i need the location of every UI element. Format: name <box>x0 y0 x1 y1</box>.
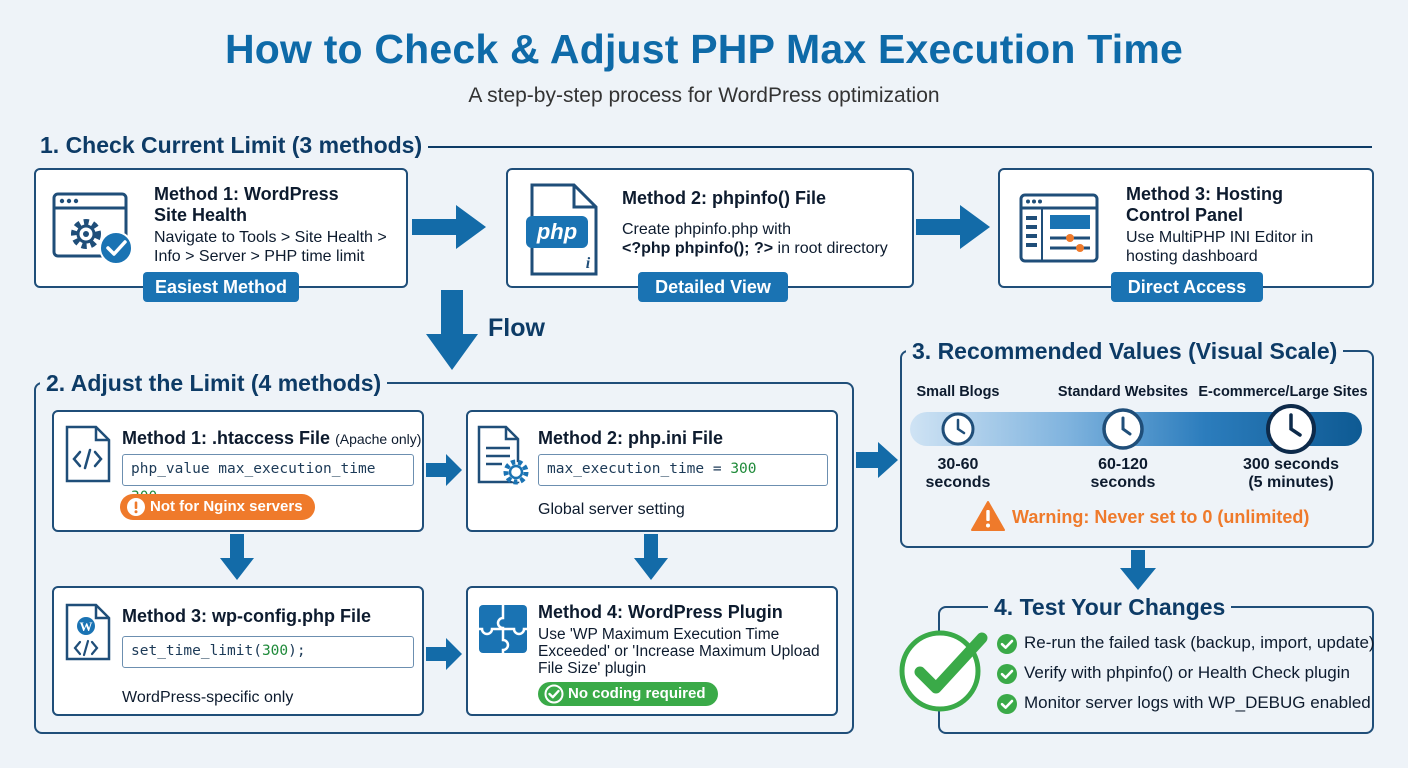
check-method-2-desc: Create phpinfo.php with <?php phpinfo();… <box>622 220 908 258</box>
check-circle-icon <box>996 693 1018 715</box>
check-method-3-card: Method 3: Hosting Control Panel Use Mult… <box>998 168 1374 288</box>
adjust-method-3-card: W Method 3: wp-config.php File set_time_… <box>52 586 424 716</box>
arrow-right-2 <box>914 203 992 251</box>
check-circle-icon <box>996 633 1018 655</box>
adjust-method-2-card: Method 2: php.ini File max_execution_tim… <box>466 410 838 532</box>
arrow-down-2 <box>632 532 670 582</box>
test-item-2: Verify with phpinfo() or Health Check pl… <box>996 662 1366 692</box>
adjust-method-2-note: Global server setting <box>538 501 685 518</box>
adjust-method-1-code: php_value max_execution_time 300 <box>122 454 414 505</box>
test-checklist: Re-run the failed task (backup, import, … <box>996 632 1375 722</box>
adjust-method-2-title: Method 2: php.ini File <box>538 428 723 448</box>
tier-1-value-line2: seconds <box>925 474 991 491</box>
check-circle-icon <box>544 684 564 704</box>
adjust-method-4-badge: No coding required <box>538 682 718 706</box>
gear-check-browser-icon <box>50 190 146 268</box>
check-method-1-card: Method 1: WordPress Site Health Navigate… <box>34 168 408 288</box>
adjust-method-3-note: WordPress-specific only <box>122 689 294 706</box>
adjust-method-2-code: max_execution_time = 300 <box>538 454 828 486</box>
tier-2-value-line2: seconds <box>1090 474 1156 491</box>
adjust-method-4-badge-text: No coding required <box>568 685 706 702</box>
warning-triangle-icon <box>970 500 1006 532</box>
check-method-2-title: Method 2: phpinfo() File <box>622 188 826 208</box>
section-2-frame <box>34 382 854 734</box>
section-1-rule <box>420 146 1372 148</box>
test-item-1-text: Re-run the failed task (backup, import, … <box>1024 633 1375 652</box>
code-key: php_value max_execution_time <box>131 461 376 477</box>
check-method-1-badge: Easiest Method <box>143 272 299 302</box>
warning-text: Warning: Never set to 0 (unlimited) <box>1012 507 1310 527</box>
section-4-heading: 4. Test Your Changes <box>988 594 1232 621</box>
section-2-heading: 2. Adjust the Limit (4 methods) <box>40 370 388 397</box>
control-panel-icon <box>1018 192 1102 266</box>
tier-3-value-line2: (5 minutes) <box>1248 474 1334 491</box>
clock-icon-large <box>1264 402 1318 456</box>
check-method-2-badge: Detailed View <box>638 272 788 302</box>
adjust-method-1-warning-text: Not for Nginx servers <box>150 498 303 515</box>
adjust-method-1-card: Method 1: .htaccess File (Apache only) p… <box>52 410 424 532</box>
tier-3-value: 300 seconds(5 minutes) <box>1226 456 1356 492</box>
page-subtitle: A step-by-step process for WordPress opt… <box>468 84 940 107</box>
code-num: 300 <box>730 461 757 477</box>
section-3-heading: 3. Recommended Values (Visual Scale) <box>906 338 1344 365</box>
adjust-method-1-title-note: (Apache only) <box>335 431 422 447</box>
flow-arrow-down <box>424 288 480 372</box>
svg-text:i: i <box>586 255 591 272</box>
wordpress-file-icon: W <box>64 602 112 662</box>
arrow-right-3 <box>424 452 464 488</box>
code-post: ); <box>288 643 306 659</box>
flow-label: Flow <box>488 314 545 342</box>
section-1-heading: 1. Check Current Limit (3 methods) <box>34 132 429 159</box>
arrow-right-4 <box>424 636 464 672</box>
check-method-1-desc: Navigate to Tools > Site Health > Info >… <box>154 229 387 265</box>
page-title: How to Check & Adjust PHP Max Execution … <box>224 26 1184 72</box>
code-file-icon <box>64 424 112 484</box>
check-method-1-title: Method 1: WordPress Site Health <box>154 184 339 225</box>
arrow-down-1 <box>218 532 256 582</box>
tier-2-label: Standard Websites <box>1057 384 1189 400</box>
tier-3-value-line1: 300 seconds <box>1242 456 1340 473</box>
code-pre: set_time_limit( <box>131 643 262 659</box>
test-item-1: Re-run the failed task (backup, import, … <box>996 632 1375 662</box>
clock-icon-medium <box>1101 407 1145 451</box>
puzzle-icon <box>476 602 530 656</box>
tier-3-label: E-commerce/Large Sites <box>1198 384 1368 400</box>
adjust-method-1-title-main: Method 1: .htaccess File <box>122 428 331 448</box>
code-key: max_execution_time = <box>547 461 731 477</box>
check-method-2-desc-line2: in root directory <box>773 240 888 257</box>
tier-1-value-line1: 30-60 <box>937 456 979 473</box>
gear-document-icon <box>476 424 532 488</box>
tier-2-value-line1: 60-120 <box>1098 456 1148 473</box>
adjust-method-4-desc: Use 'WP Maximum Execution Time Exceeded'… <box>538 626 820 677</box>
adjust-method-3-title: Method 3: wp-config.php File <box>122 606 371 626</box>
code-num: 300 <box>261 643 289 659</box>
test-item-2-text: Verify with phpinfo() or Health Check pl… <box>1024 663 1350 682</box>
php-icon-text: php <box>536 219 577 244</box>
clock-icon-small <box>940 411 976 447</box>
adjust-method-3-code: set_time_limit(300); <box>122 636 414 668</box>
check-circle-icon <box>996 663 1018 685</box>
check-method-3-title: Method 3: Hosting Control Panel <box>1126 184 1283 225</box>
check-method-2-desc-code: <?php phpinfo(); ?> <box>622 240 774 257</box>
test-item-3: Monitor server logs with WP_DEBUG enable… <box>996 692 1371 722</box>
arrow-right-5 <box>854 440 900 480</box>
tier-1-label: Small Blogs <box>916 384 1000 400</box>
adjust-method-1-title: Method 1: .htaccess File (Apache only) <box>122 428 421 450</box>
php-file-icon: php i <box>524 182 600 278</box>
svg-text:W: W <box>80 619 93 634</box>
arrow-down-3 <box>1118 548 1158 592</box>
adjust-method-4-title: Method 4: WordPress Plugin <box>538 602 783 622</box>
check-method-3-desc: Use MultiPHP INI Editor in hosting dashb… <box>1126 229 1314 265</box>
arrow-right-1 <box>410 203 488 251</box>
check-method-3-badge: Direct Access <box>1111 272 1263 302</box>
adjust-method-4-card: Method 4: WordPress Plugin Use 'WP Maxim… <box>466 586 838 716</box>
big-check-icon <box>896 628 988 714</box>
check-method-2-card: php i Method 2: phpinfo() File Create ph… <box>506 168 914 288</box>
test-item-3-text: Monitor server logs with WP_DEBUG enable… <box>1024 693 1371 712</box>
warning-icon <box>126 497 146 517</box>
adjust-method-1-warning: Not for Nginx servers <box>120 494 315 520</box>
check-method-2-desc-line1: Create phpinfo.php with <box>622 221 791 238</box>
